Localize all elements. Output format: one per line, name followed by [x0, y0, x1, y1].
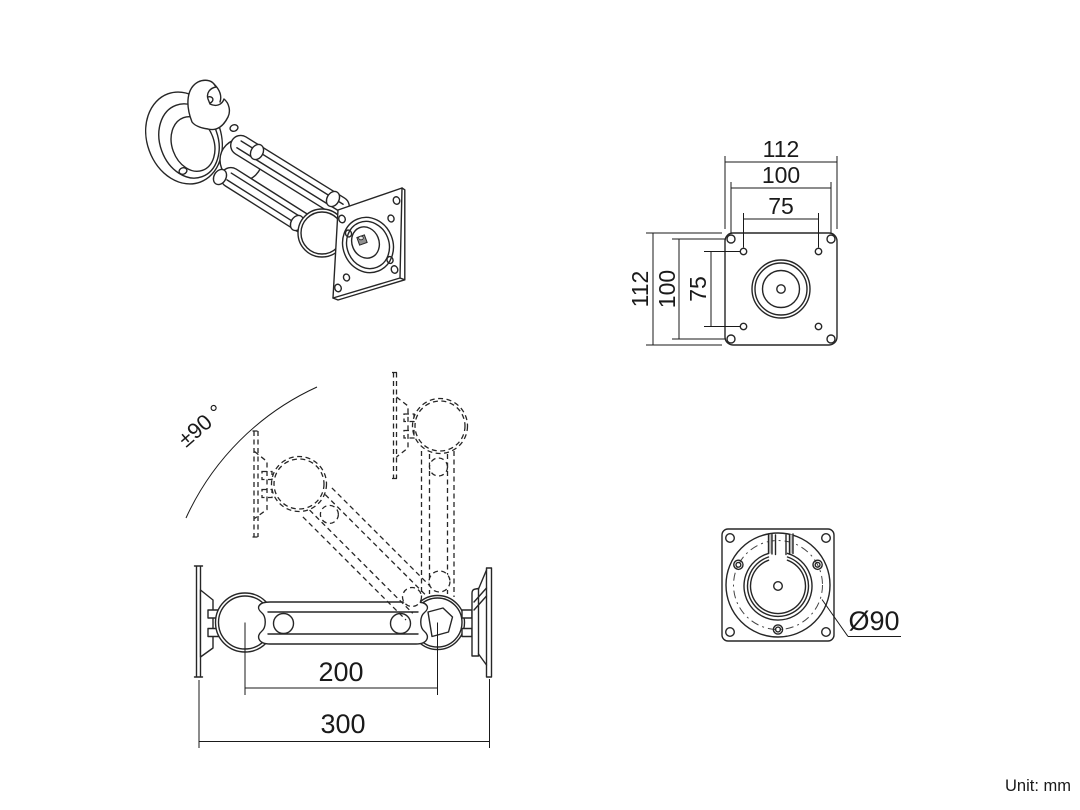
plate-bracket [199, 589, 214, 658]
link-pin [325, 190, 341, 208]
wall-bracket-top [471, 567, 493, 678]
dimension-300: 300 [198, 679, 490, 748]
dimension-200: 200 [244, 622, 438, 695]
ball-clamp-detail [427, 607, 454, 638]
wall-plate-outline [721, 528, 835, 642]
flange-bracket [187, 79, 231, 131]
dim-112-horizontal: 112 [763, 136, 800, 162]
diameter-annotation: Ø90 [821, 599, 901, 637]
bolt-circle [733, 540, 823, 630]
elbow-joint [272, 612, 295, 635]
dim-112-vertical: 112 [627, 271, 653, 308]
ghost-arm-90deg [392, 371, 469, 597]
dim-300-label: 300 [320, 709, 365, 739]
top-swivel-view: ±90 ° 200 300 [173, 371, 493, 748]
slot-shading [790, 534, 794, 554]
rotation-label: ±90 ° [173, 399, 228, 452]
rotation-arc [185, 386, 318, 519]
link-pin [249, 143, 265, 161]
dim-200-label: 200 [318, 657, 363, 687]
flange-screw-hole [178, 166, 188, 176]
link-pin [212, 168, 228, 186]
ghost-arm-45deg [252, 430, 436, 621]
vesa-plate-isometric [332, 187, 406, 301]
wall-flange [144, 79, 239, 185]
wall-plate-rear-view: Ø90 [721, 528, 901, 642]
flange-screw-hole [229, 123, 239, 133]
center-hole [776, 284, 786, 294]
elbow-joint [389, 612, 412, 635]
dimensions-top: 112 100 75 [724, 136, 838, 248]
isometric-view [144, 79, 406, 301]
slot-shading [768, 534, 772, 554]
dim-diameter-label: Ø90 [848, 606, 899, 636]
unit-note: Unit: mm [1005, 777, 1071, 795]
vesa-boss [751, 259, 811, 319]
dim-100-horizontal: 100 [762, 162, 800, 188]
dim-75-horizontal: 75 [768, 193, 794, 219]
plate-boss [341, 216, 395, 274]
dim-100-vertical: 100 [654, 270, 680, 308]
monitor-plate-top [193, 565, 220, 678]
dimensions-left: 112 100 75 [627, 232, 740, 346]
dim-75-vertical: 75 [685, 276, 711, 302]
vesa-plate-outline [724, 232, 838, 346]
swivel-housing [725, 532, 831, 638]
vesa-plate-front-view: 112 100 75 112 100 75 [627, 136, 838, 346]
center-hole [773, 581, 784, 592]
rotation-annotation: ±90 ° [173, 386, 318, 519]
